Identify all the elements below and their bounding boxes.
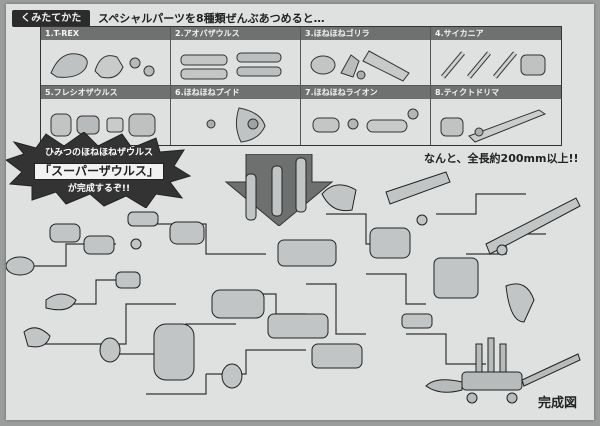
- length-note: なんと、全長約200mm以上!!: [424, 152, 579, 165]
- part-label: 4.サイカニア: [431, 27, 561, 40]
- part-cell-7: 7.ほねほねライオン: [301, 86, 431, 145]
- part-illustration: [441, 51, 546, 79]
- part-label: 3.ほねほねゴリラ: [301, 27, 430, 40]
- part-cell-1: 1.T-REX: [41, 27, 171, 86]
- completed-figure-label: 完成図: [538, 396, 578, 411]
- part-cell-8: 8.ティクトドリマ: [431, 86, 561, 145]
- part-label: 8.ティクトドリマ: [431, 86, 561, 99]
- instruction-sheet: くみたてかた スペシャルパーツを8種類ぜんぶあつめると… 1.T-REX 2.ア…: [6, 4, 594, 420]
- part-label: 5.フレシオザウルス: [41, 86, 170, 99]
- part-illustration: [50, 53, 155, 79]
- callout-line3: が完成するぞ!!: [67, 184, 131, 194]
- assembly-diagram: [6, 157, 581, 404]
- part-label: 2.アオバザウルス: [171, 27, 300, 40]
- callout-line1: ひみつのほねほねザウルス: [44, 148, 153, 158]
- headline: スペシャルパーツを8種類ぜんぶあつめると…: [98, 12, 325, 25]
- part-cell-3: 3.ほねほねゴリラ: [301, 27, 431, 86]
- part-cell-4: 4.サイカニア: [431, 27, 561, 86]
- parts-grid: 1.T-REX 2.アオバザウルス 3.ほねほねゴリラ: [40, 26, 562, 146]
- part-illustration: [440, 109, 547, 143]
- instructions-tab: くみたてかた: [12, 10, 90, 27]
- part-illustration: [50, 113, 156, 137]
- part-cell-6: 6.ほねほねプイド: [171, 86, 301, 145]
- part-label: 6.ほねほねプイド: [171, 86, 300, 99]
- part-illustration: [180, 52, 282, 80]
- part-cell-2: 2.アオバザウルス: [171, 27, 301, 86]
- part-illustration: [310, 50, 410, 82]
- part-illustration: [206, 107, 266, 143]
- part-cell-5: 5.フレシオザウルス: [41, 86, 171, 145]
- part-label: 7.ほねほねライオン: [301, 86, 430, 99]
- callout-text: ひみつのほねほねザウルス 「スーパーザウルス」 が完成するぞ!!: [24, 146, 174, 197]
- callout-name: 「スーパーザウルス」: [34, 163, 164, 180]
- part-illustration: [312, 108, 419, 133]
- part-label: 1.T-REX: [41, 27, 170, 40]
